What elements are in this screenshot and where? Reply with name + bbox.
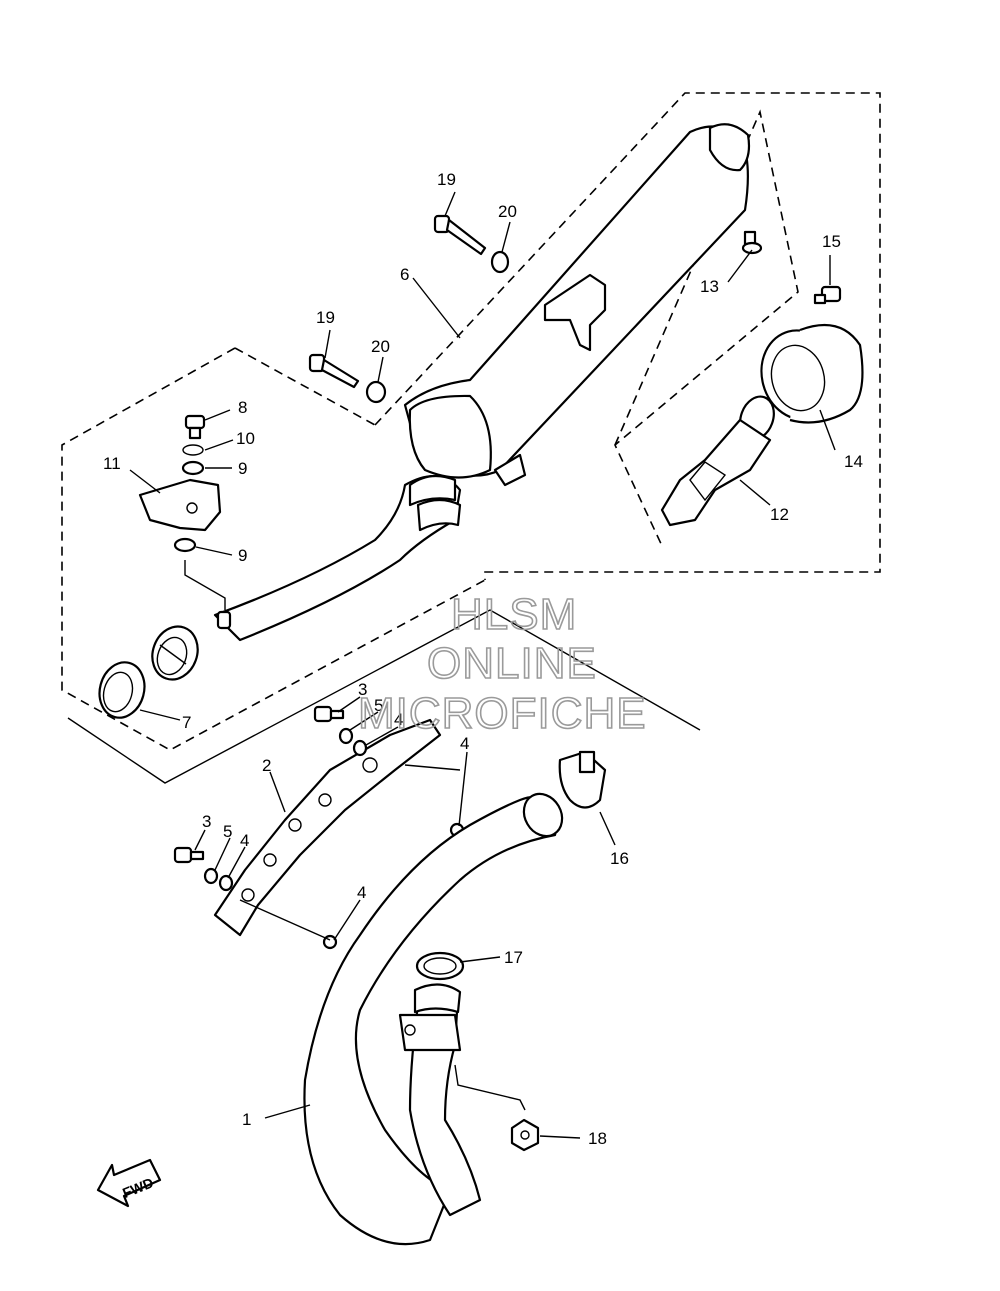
callout-19-upper: 19: [437, 170, 456, 189]
screw-13[interactable]: [741, 230, 763, 255]
callout-11: 11: [103, 454, 121, 473]
callout-labels: 19 20 6 13 15 19 20 8 10 9 11 9 14 12 7 …: [103, 170, 863, 1148]
washer-20-lower[interactable]: [365, 380, 387, 404]
callout-2: 2: [262, 756, 271, 775]
callout-14: 14: [844, 452, 863, 471]
bolt-19-upper[interactable]: [433, 214, 487, 256]
washer-20-upper[interactable]: [490, 250, 510, 274]
muffler[interactable]: [403, 123, 751, 487]
callout-5-lower: 5: [223, 822, 232, 841]
callout-15: 15: [822, 232, 841, 251]
callout-17: 17: [504, 948, 523, 967]
callout-18: 18: [588, 1129, 607, 1148]
collar-group-outline: [67, 609, 701, 784]
muffler-group-outline: [374, 92, 881, 580]
washer-10[interactable]: [182, 444, 204, 456]
callout-19-lower: 19: [316, 308, 335, 327]
watermark: HLSM ONLINE MICROFICHE: [357, 589, 647, 739]
bolt-3-lower[interactable]: [173, 846, 205, 864]
watermark-line-2: ONLINE: [427, 639, 597, 688]
callout-20-upper: 20: [498, 202, 517, 221]
exhaust-pipe[interactable]: [303, 787, 569, 1246]
callout-4-bottom: 4: [357, 883, 366, 902]
forward-direction-arrow: FWD: [96, 1158, 162, 1208]
callout-8: 8: [238, 398, 247, 417]
washer-9-bottom[interactable]: [173, 537, 197, 553]
washer-9-top[interactable]: [181, 460, 205, 476]
callout-4-mid: 4: [460, 734, 469, 753]
clamp[interactable]: [558, 750, 607, 809]
callout-4-lower: 4: [240, 831, 249, 850]
collar[interactable]: [94, 657, 151, 722]
bolt-3-upper[interactable]: [313, 705, 345, 723]
tail-cap[interactable]: [752, 322, 864, 429]
callout-12: 12: [770, 505, 789, 524]
screw-15[interactable]: [813, 285, 842, 305]
callout-4-upper: 4: [394, 710, 403, 729]
callout-9-upper: 9: [238, 459, 247, 478]
callout-10: 10: [236, 429, 255, 448]
spark-arrestor[interactable]: [660, 392, 780, 527]
washer-5-upper[interactable]: [338, 727, 354, 745]
bolt-19-lower[interactable]: [308, 353, 360, 389]
nut-18[interactable]: [510, 1118, 540, 1152]
bolt-8[interactable]: [184, 414, 206, 440]
watermark-line-1: HLSM: [451, 590, 577, 639]
callout-13: 13: [700, 277, 719, 296]
callout-20-lower: 20: [371, 337, 390, 356]
callout-6: 6: [400, 265, 409, 284]
callout-7: 7: [182, 713, 191, 732]
washer-4-lower[interactable]: [218, 874, 234, 892]
callout-9-lower: 9: [238, 546, 247, 565]
gasket[interactable]: [415, 951, 465, 981]
washer-5-lower[interactable]: [203, 867, 219, 885]
front-pipe-group-outline: [61, 347, 486, 751]
callout-1: 1: [242, 1110, 251, 1129]
heat-protector[interactable]: [213, 718, 442, 937]
muffler-pipe[interactable]: [145, 474, 462, 686]
washer-4-upper[interactable]: [352, 739, 368, 757]
watermark-line-3: MICROFICHE: [358, 689, 647, 738]
callout-16: 16: [610, 849, 629, 868]
callout-3-upper: 3: [358, 680, 367, 699]
callout-3-lower: 3: [202, 812, 211, 831]
callout-5-upper: 5: [374, 696, 383, 715]
leader-lines: [129, 191, 836, 1139]
